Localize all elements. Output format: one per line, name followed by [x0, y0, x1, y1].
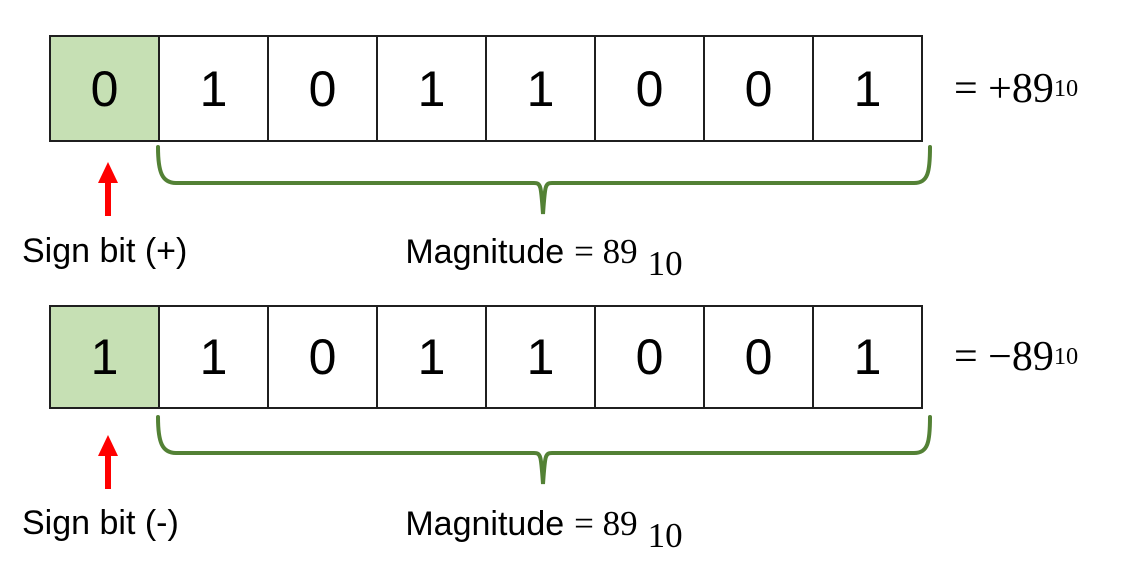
sign-bit-cell: 0 [51, 37, 158, 140]
base-subscript: 10 [647, 516, 683, 556]
equation-text: = −89 [954, 333, 1054, 380]
bit-row-negative: 1 1 0 1 1 0 0 1 [49, 305, 923, 409]
bit-cell: 1 [812, 307, 921, 407]
sign-bit-label: Sign bit (+) [22, 232, 188, 270]
magnitude-value: = 89 [574, 232, 638, 271]
bit-cell: 0 [703, 37, 812, 140]
magnitude-word: Magnitude [405, 505, 565, 543]
bit-cell: 0 [594, 307, 703, 407]
bit-cell: 1 [158, 307, 267, 407]
base-subscript: 10 [1053, 342, 1079, 370]
bit-cell: 1 [376, 307, 485, 407]
base-subscript: 10 [1053, 74, 1079, 102]
bit-cell: 1 [485, 307, 594, 407]
magnitude-brace [156, 145, 932, 215]
magnitude-brace [156, 415, 932, 485]
bit-cell: 1 [485, 37, 594, 140]
bit-cell: 1 [812, 37, 921, 140]
sign-bit-cell: 1 [51, 307, 158, 407]
equation-text: = +89 [954, 65, 1054, 112]
bit-row-positive: 0 1 0 1 1 0 0 1 [49, 35, 923, 142]
bit-cell: 1 [376, 37, 485, 140]
sign-bit-arrow [98, 162, 118, 216]
bit-cell: 1 [158, 37, 267, 140]
sign-bit-arrow [98, 435, 118, 489]
sign-bit-label: Sign bit (-) [22, 504, 179, 542]
base-subscript: 10 [647, 244, 683, 284]
bit-cell: 0 [594, 37, 703, 140]
bit-cell: 0 [703, 307, 812, 407]
magnitude-value: = 89 [574, 504, 638, 543]
bit-cell: 0 [267, 37, 376, 140]
magnitude-word: Magnitude [405, 233, 565, 271]
bit-cell: 0 [267, 307, 376, 407]
